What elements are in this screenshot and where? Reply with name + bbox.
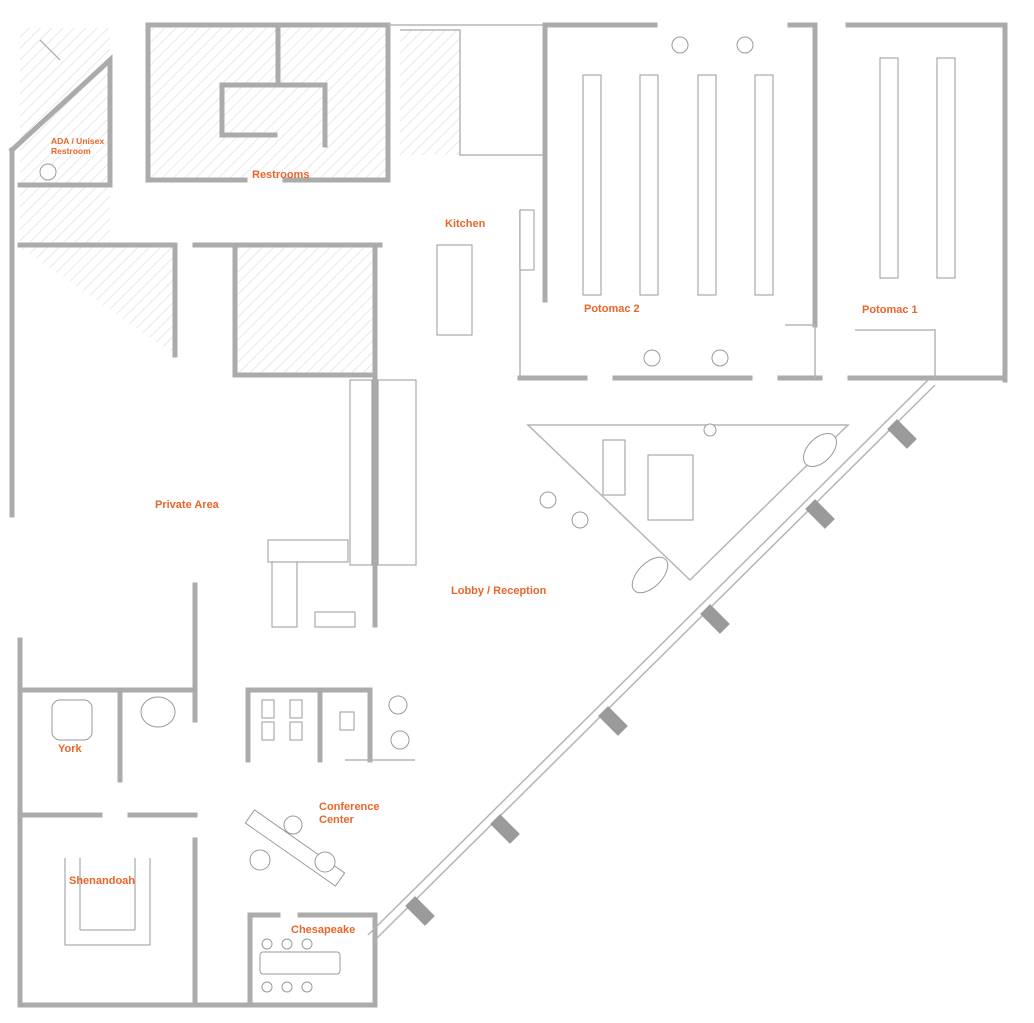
room-label-potomac-2: Potomac 2 (584, 303, 640, 315)
room-label-york: York (58, 743, 82, 755)
room-label-kitchen: Kitchen (445, 218, 486, 230)
hatched-areas (20, 28, 460, 375)
room-label-ada-restroom: ADA / Unisex Restroom (51, 136, 105, 156)
glazing-mullions (405, 419, 917, 926)
room-label-private-area: Private Area (155, 499, 219, 511)
furniture (39, 36, 956, 993)
room-label-lobby: Lobby / Reception (451, 585, 547, 597)
room-label-restrooms: Restrooms (252, 169, 310, 181)
walls (8, 22, 1008, 1008)
room-label-shenandoah: Shenandoah (69, 875, 136, 887)
room-label-potomac-1: Potomac 1 (862, 304, 918, 316)
room-label-conference-center: Conference Center (319, 801, 380, 826)
room-label-chesapeake: Chesapeake (291, 924, 356, 936)
